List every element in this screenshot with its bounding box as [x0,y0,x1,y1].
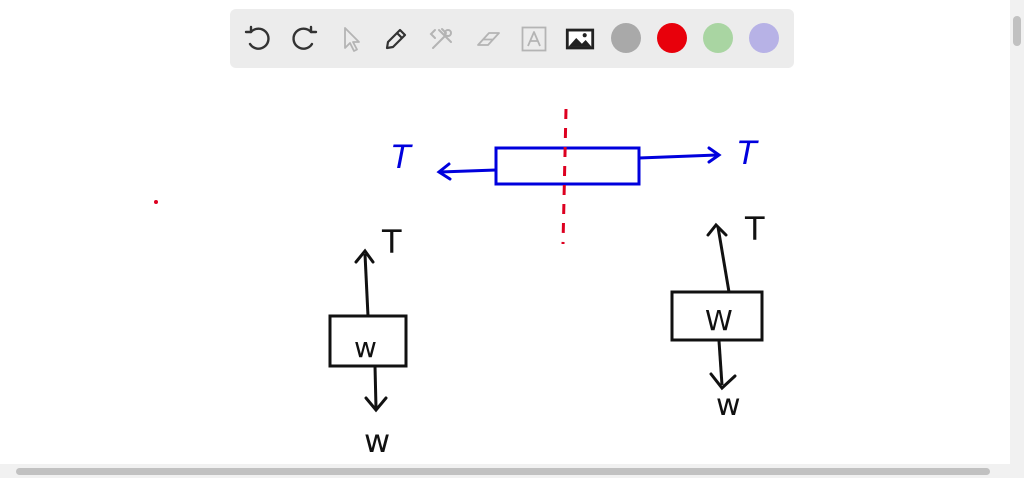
image-icon[interactable] [564,23,596,55]
right-w-label: w [716,388,741,423]
left-arrowhead [436,162,452,181]
left-down-arrow [373,365,378,409]
pencil-icon[interactable] [380,23,412,55]
vertical-scrollbar[interactable] [1010,0,1024,464]
right-down-arrow [717,340,724,386]
left-w-label: w [364,422,390,460]
text-icon[interactable] [518,23,550,55]
cut-line [561,108,568,245]
color-swatch-purple[interactable] [749,23,779,53]
pointer-icon[interactable] [334,23,366,55]
horizontal-scroll-thumb[interactable] [16,468,990,475]
eraser-icon[interactable] [472,23,504,55]
stray-dot [154,200,158,204]
right-arrowhead [707,146,722,164]
top-left-t-label: T [390,138,413,176]
left-t-label: T [381,223,402,261]
color-swatch-red[interactable] [657,23,687,53]
left-down-arrowhead [364,396,388,413]
color-swatch-green[interactable] [703,23,733,53]
tools-icon[interactable] [426,23,458,55]
tension-bar-diagram: T T [390,108,759,245]
left-up-arrow [363,253,370,317]
right-down-arrowhead [709,372,737,391]
horizontal-scrollbar[interactable] [0,464,1024,478]
right-weight-diagram: T W w [670,210,765,423]
bar-rectangle [494,146,641,186]
undo-icon[interactable] [242,23,274,55]
right-weight-box [670,290,764,342]
left-up-arrowhead [354,248,375,264]
vertical-scroll-thumb[interactable] [1013,16,1021,46]
left-box-label: w [354,331,377,364]
right-box-label: W [705,304,733,337]
drawing-toolbar [230,9,794,68]
right-tension-arrow [638,153,718,160]
right-t-label: T [744,210,765,248]
left-weight-diagram: T w w [328,223,408,460]
redo-icon[interactable] [288,23,320,55]
color-swatch-gray[interactable] [611,23,641,53]
top-right-t-label: T [736,134,759,172]
right-up-arrowhead [706,222,728,237]
left-tension-arrow [439,168,497,174]
right-up-arrow [716,226,731,293]
